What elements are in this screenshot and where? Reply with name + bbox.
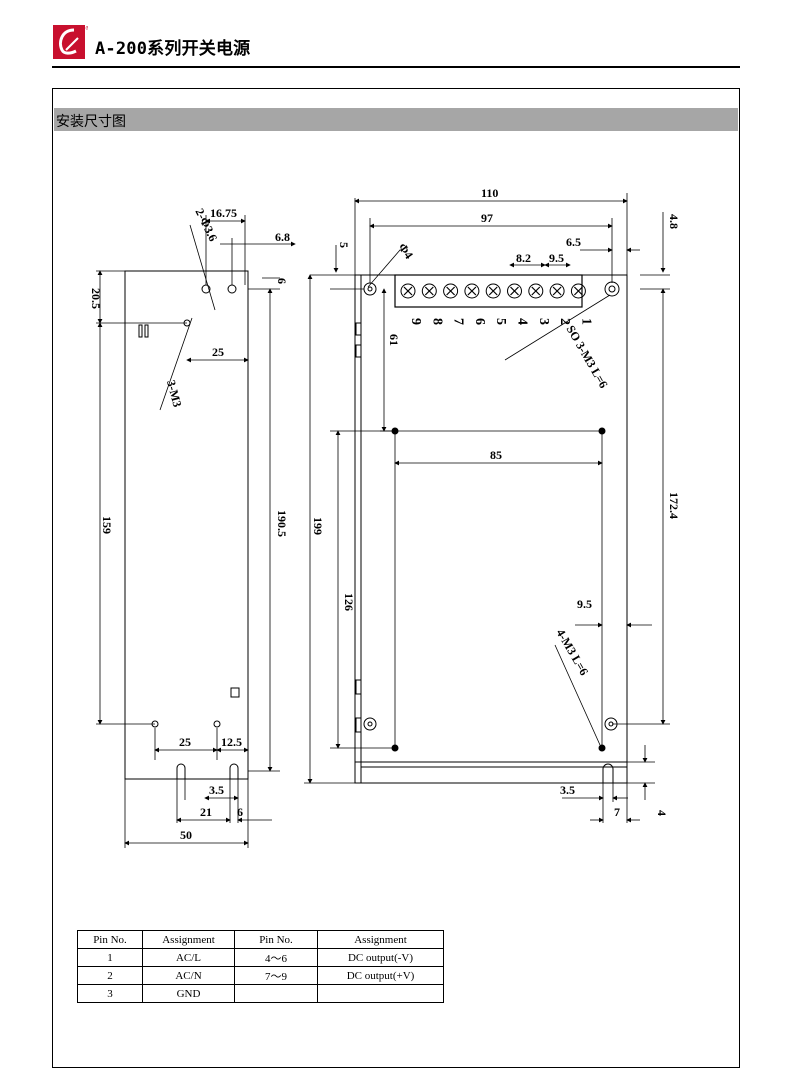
slot bbox=[144, 324, 149, 338]
dim-16-75: 16.75 bbox=[210, 206, 237, 220]
terminal-label: 5 bbox=[493, 318, 508, 325]
dim-6-bottom: 6 bbox=[237, 805, 243, 819]
terminal-label: 1 bbox=[578, 318, 593, 325]
table-cell: AC/N bbox=[142, 966, 235, 985]
table-cell: 4～6 bbox=[234, 948, 318, 967]
dim-126: 126 bbox=[342, 593, 356, 611]
dim-50: 50 bbox=[180, 828, 192, 842]
page-header: ® A-200系列开关电源 bbox=[52, 22, 740, 66]
notch bbox=[176, 763, 186, 779]
dim-4-8: 4.8 bbox=[667, 214, 681, 229]
dim-9-5-top: 9.5 bbox=[549, 251, 564, 265]
pin-assignment-table: Pin No. Assignment Pin No. Assignment 1 … bbox=[77, 930, 444, 1003]
terminal-screw bbox=[549, 283, 565, 299]
dim-7: 7 bbox=[614, 805, 620, 819]
mount-hole bbox=[604, 281, 620, 297]
terminal-screw bbox=[528, 283, 544, 299]
svg-text:®: ® bbox=[85, 25, 88, 32]
mount-hole bbox=[227, 284, 237, 294]
mount-hole bbox=[367, 286, 373, 292]
terminal-label: 9 bbox=[408, 318, 423, 325]
table-row: 2 AC/N 7～9 DC output(+V) bbox=[77, 966, 444, 985]
dim-3-m3: 3-M3 bbox=[164, 379, 185, 409]
header-rule bbox=[52, 66, 740, 68]
dim-so-3-m3: SO 3-M3 L=6 bbox=[564, 323, 611, 391]
dim-190-5: 190.5 bbox=[275, 510, 289, 537]
dim-110: 110 bbox=[481, 186, 498, 200]
content-frame bbox=[52, 88, 740, 1068]
terminal-screw bbox=[443, 283, 459, 299]
dim-199: 199 bbox=[311, 517, 325, 535]
table-cell bbox=[234, 984, 318, 1003]
brand-logo-icon: ® bbox=[53, 25, 88, 59]
table-cell: AC/L bbox=[142, 948, 235, 967]
terminal-screw bbox=[400, 283, 416, 299]
dim-9-5-mid: 9.5 bbox=[577, 597, 592, 611]
dim-159: 159 bbox=[100, 516, 114, 534]
terminal-screw bbox=[421, 283, 437, 299]
top-view bbox=[304, 193, 670, 823]
table-cell: 3 bbox=[77, 984, 143, 1003]
side-view bbox=[96, 215, 296, 848]
dim-12-5: 12.5 bbox=[221, 735, 242, 749]
terminal-label: 7 bbox=[451, 318, 466, 325]
dim-phi4: Φ4 bbox=[395, 240, 416, 261]
dim-97: 97 bbox=[481, 211, 493, 225]
table-cell: GND bbox=[142, 984, 235, 1003]
table-cell: 1 bbox=[77, 948, 143, 967]
mount-hole bbox=[608, 285, 616, 293]
dim-21: 21 bbox=[200, 805, 212, 819]
dim-6-8: 6.8 bbox=[275, 230, 290, 244]
table-header-row: Pin No. Assignment Pin No. Assignment bbox=[77, 930, 444, 949]
terminal-label: 3 bbox=[536, 318, 551, 325]
dim-4-m3-l6: 4-M3 L=6 bbox=[554, 627, 592, 678]
dim-61: 61 bbox=[387, 334, 401, 346]
table-cell: 7～9 bbox=[234, 966, 318, 985]
terminal-label: 2 bbox=[557, 318, 572, 325]
side-view-outline bbox=[124, 270, 249, 780]
dim-172-4: 172.4 bbox=[667, 492, 681, 519]
dim-6-5: 6.5 bbox=[566, 235, 581, 249]
dim-85: 85 bbox=[490, 448, 502, 462]
col-assignment-2: Assignment bbox=[317, 930, 444, 949]
table-row: 3 GND bbox=[77, 984, 444, 1003]
notch bbox=[229, 763, 239, 779]
dim-3-5-right: 3.5 bbox=[560, 783, 575, 797]
col-pin-no-1: Pin No. bbox=[77, 930, 143, 949]
dim-5: 5 bbox=[337, 242, 351, 248]
table-cell: DC output(-V) bbox=[317, 948, 444, 967]
section-header: 安装尺寸图 bbox=[54, 108, 738, 131]
terminal-screw bbox=[507, 283, 522, 299]
dim-6: 6 bbox=[275, 278, 289, 284]
terminal-screw bbox=[464, 283, 480, 299]
slot bbox=[230, 687, 240, 698]
section-title: 安装尺寸图 bbox=[56, 114, 126, 130]
mount-hole bbox=[213, 720, 221, 728]
table-cell: DC output(+V) bbox=[317, 966, 444, 985]
dim-25-top: 25 bbox=[212, 345, 224, 359]
dim-25-bottom: 25 bbox=[179, 735, 191, 749]
dim-3-5-left: 3.5 bbox=[209, 783, 224, 797]
mount-hole bbox=[367, 721, 373, 727]
table-cell bbox=[317, 984, 444, 1003]
terminal-label: 8 bbox=[429, 318, 444, 325]
dim-20-5: 20.5 bbox=[89, 288, 103, 309]
col-pin-no-2: Pin No. bbox=[234, 930, 318, 949]
terminal-screw bbox=[570, 283, 586, 299]
dim-4: 4 bbox=[655, 810, 669, 816]
terminal-label: 6 bbox=[472, 318, 487, 325]
terminal-label: 4 bbox=[515, 318, 530, 325]
dim-8-2: 8.2 bbox=[516, 251, 531, 265]
table-row: 1 AC/L 4～6 DC output(-V) bbox=[77, 948, 444, 967]
table-cell: 2 bbox=[77, 966, 143, 985]
terminal-block bbox=[394, 274, 583, 308]
col-assignment-1: Assignment bbox=[142, 930, 235, 949]
mount-hole bbox=[363, 717, 377, 731]
slot bbox=[138, 324, 143, 338]
page-title: A-200系列开关电源 bbox=[95, 39, 251, 59]
terminal-screw bbox=[485, 283, 501, 299]
